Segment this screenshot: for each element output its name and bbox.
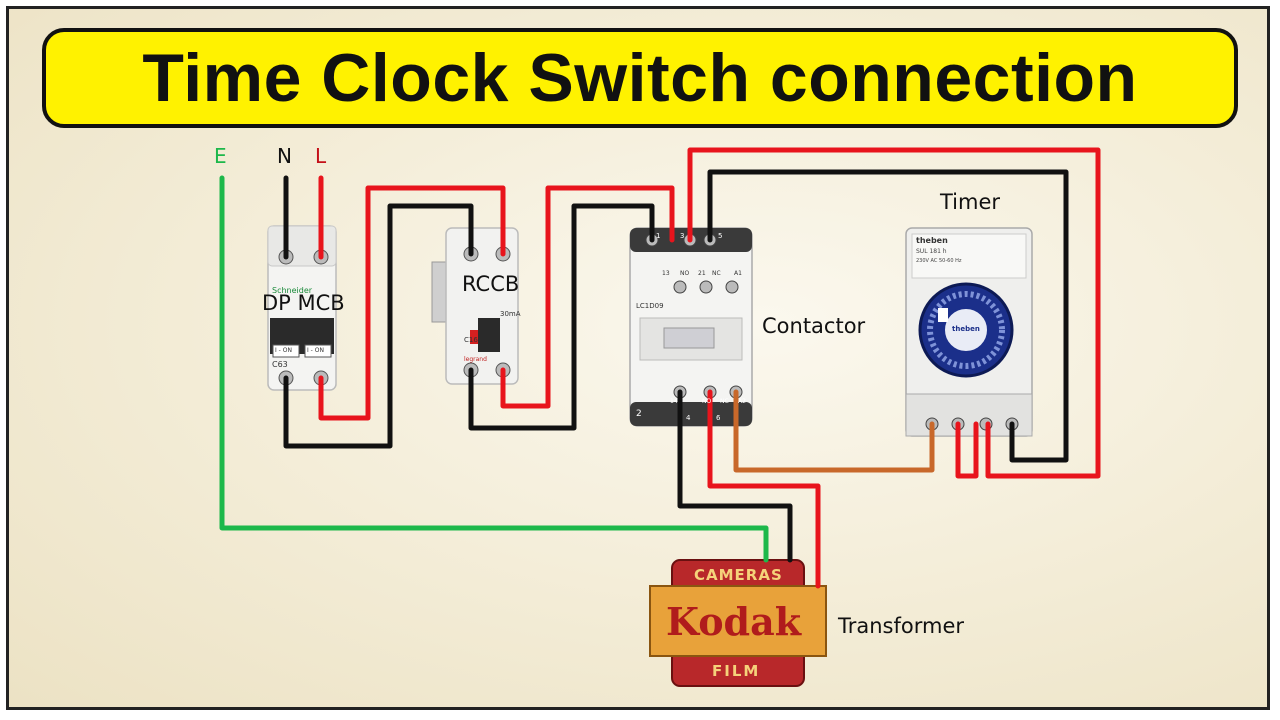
contactor-top-terminal-13: 13 xyxy=(662,270,670,277)
mcb-toggle-right-text: I - ON xyxy=(307,347,324,354)
transformer-top-text: CAMERAS xyxy=(694,566,783,584)
mcb-toggle-left xyxy=(272,344,300,358)
timer-brand: theben xyxy=(916,236,948,245)
wire-rccb-contactor-n xyxy=(468,203,655,431)
mcb-brand: Schneider xyxy=(272,286,313,295)
mcb-toggle-left-text: I - ON xyxy=(275,347,292,354)
contactor-top-terminal-nc: NC xyxy=(712,270,721,277)
wire-mcb-rccb-n xyxy=(283,203,474,449)
contactor-bottom-terminal-nc: NC xyxy=(720,398,729,405)
contactor-top-terminal-21: 21 xyxy=(698,270,706,277)
page-title: Time Clock Switch connection xyxy=(142,40,1138,116)
contactor-bottom-terminal-a2: A2 xyxy=(738,398,746,405)
wire-earth xyxy=(219,175,769,563)
dp-mcb xyxy=(267,225,337,391)
timer-dial-marker xyxy=(938,308,948,322)
contactor xyxy=(629,227,753,427)
live-label: L xyxy=(315,144,327,168)
wire-rccb-contactor-l xyxy=(500,185,675,409)
wire-contactor-transformer-l xyxy=(707,389,821,589)
transformer-label: Transformer xyxy=(838,614,965,638)
contactor-top-terminal-no: NO xyxy=(680,270,690,277)
transformer-bottom-text: FILM xyxy=(712,662,761,680)
contactor-indicator xyxy=(663,327,715,349)
contactor-screw-13 xyxy=(673,280,687,294)
contactor-pin-1: 1 xyxy=(656,232,661,240)
timer-dial-segments xyxy=(927,291,1005,369)
wire-contactor-timer-l xyxy=(687,147,1101,479)
contactor-pin-6: 6 xyxy=(716,414,721,422)
neutral-label: N xyxy=(277,144,292,168)
timer-label-plate xyxy=(911,233,1027,279)
rccb-handle xyxy=(478,318,500,352)
timer-spec: 230V AC 50-60 Hz xyxy=(916,258,962,264)
transformer xyxy=(649,559,827,687)
wire-contactor-timer-n xyxy=(707,169,1069,463)
transformer-main-text: Kodak xyxy=(666,599,802,644)
earth-label: E xyxy=(214,144,227,168)
rccb-test-mark xyxy=(470,330,478,344)
wire-mcb-rccb-l xyxy=(318,185,506,421)
contactor-screw-21 xyxy=(699,280,713,294)
rccb-brand: legrand xyxy=(464,356,487,363)
contactor-bottom-rail xyxy=(630,402,752,426)
title-banner: Time Clock Switch connection xyxy=(42,28,1238,128)
contactor-screw-a1 xyxy=(725,280,739,294)
contactor-pin-4: 4 xyxy=(686,414,691,422)
mcb-rating: C63 xyxy=(272,360,288,369)
rccb-sensitivity: 30mA xyxy=(500,310,521,318)
wire-control xyxy=(733,389,935,473)
contactor-pin-5: 5 xyxy=(718,232,723,240)
mcb-label: DP MCB xyxy=(262,291,345,315)
mcb-toggle-right xyxy=(304,344,332,358)
contactor-pin-3: 3 xyxy=(680,232,685,240)
timer-dial-brand: theben xyxy=(952,325,980,333)
contactor-bottom-terminal-no: NO xyxy=(702,398,712,405)
contactor-model: LC1D09 xyxy=(636,302,664,310)
timer-label: Timer xyxy=(940,190,1001,214)
rccb-rating: C16 xyxy=(464,336,478,344)
contactor-top-terminal-a1: A1 xyxy=(734,270,742,277)
wires xyxy=(219,147,1101,589)
wire-timer-loop xyxy=(955,421,979,479)
contactor-side-mark: 2 xyxy=(636,409,642,419)
rccb-label: RCCB xyxy=(462,272,520,296)
contactor-bottom-terminal-14: 14 xyxy=(670,398,678,405)
contactor-label: Contactor xyxy=(762,314,866,338)
transformer-label-band xyxy=(649,585,827,657)
timer-model: SUL 181 h xyxy=(916,248,947,255)
timer-dial-center xyxy=(943,307,989,353)
wire-contactor-transformer-n xyxy=(677,389,793,563)
